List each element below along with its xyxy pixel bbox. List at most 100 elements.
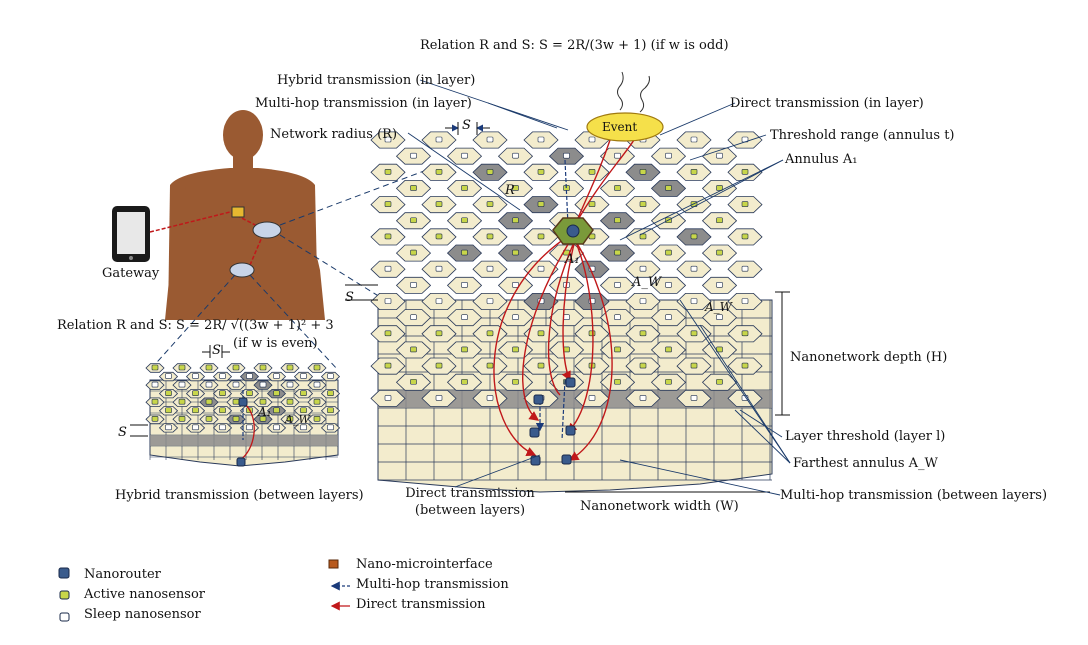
small-nanonetwork-cylinder xyxy=(145,363,341,467)
event-ellipse xyxy=(586,112,664,142)
active-nanosensor-icon xyxy=(313,398,321,405)
active-nanosensor-icon xyxy=(716,249,723,256)
active-nanosensor-icon xyxy=(410,249,417,256)
nanonetwork-width-label: Nanonetwork width (W) xyxy=(580,499,739,514)
legend-item-interface: Nano-microinterface xyxy=(356,554,509,574)
sleep-nanosensor-icon xyxy=(639,265,647,272)
direct-in-layer-label: Direct transmission (in layer) xyxy=(730,96,924,111)
legend-icons xyxy=(58,559,350,622)
direct-between-sub: (between layers) xyxy=(414,503,526,518)
active-nanosensor-icon xyxy=(300,407,307,414)
sleep-nanosensor-icon xyxy=(639,298,647,304)
small-direct-curve xyxy=(239,404,255,461)
multihop-between-label: Multi-hop transmission (between layers) xyxy=(780,488,1048,503)
nanonetwork-depth-label: Nanonetwork depth (H) xyxy=(790,350,948,365)
sleep-nanosensor-icon xyxy=(219,373,226,379)
active-nanosensor-icon xyxy=(537,330,545,337)
active-nanosensor-icon xyxy=(537,201,545,207)
sleep-nanosensor-icon xyxy=(151,381,159,388)
legend-label: Nano-microinterface xyxy=(356,556,493,572)
sleep-nanosensor-icon xyxy=(192,424,199,431)
legend-item-sleep: Sleep nanosensor xyxy=(84,604,205,624)
sleep-nanosensor-icon xyxy=(486,136,494,143)
sleep-nanosensor-icon xyxy=(665,282,672,288)
sleep-nanosensor-icon xyxy=(178,381,186,388)
active-nanosensor-icon xyxy=(537,233,545,240)
s-small-top-label: S xyxy=(212,343,221,358)
sleep-nanosensor-icon xyxy=(741,265,749,272)
active-nanosensor-icon xyxy=(384,362,392,369)
active-nanosensor-icon xyxy=(435,201,443,207)
legend-left: Nanorouter Active nanosensor Sleep nanos… xyxy=(84,564,205,624)
active-nanosensor-icon xyxy=(178,415,186,422)
sleep-nanosensor-icon xyxy=(246,424,253,431)
active-nanosensor-icon xyxy=(639,169,647,175)
event-wave-1 xyxy=(617,71,624,111)
active-nanosensor-icon xyxy=(665,346,672,353)
active-nanosensor-icon xyxy=(286,398,294,405)
active-nanosensor-icon xyxy=(259,398,267,405)
threshold-range-label: Threshold range (annulus t) xyxy=(770,128,955,143)
active-nanosensor-icon xyxy=(716,217,723,224)
active-nanosensor-icon xyxy=(486,233,494,240)
aw-inner-label: A_W xyxy=(632,275,662,290)
active-nanosensor-icon xyxy=(313,415,321,422)
sleep-nanosensor-icon xyxy=(192,373,199,379)
active-nanosensor-icon xyxy=(639,362,647,369)
active-nanosensor-icon xyxy=(461,185,468,191)
legend-item-active: Active nanosensor xyxy=(84,584,205,604)
sleep-nanosensor-icon xyxy=(300,424,307,431)
active-nanosensor-icon xyxy=(588,201,596,207)
direct-transmission-curves xyxy=(493,129,641,461)
active-nanosensor-icon xyxy=(178,398,186,405)
active-nanosensor-icon xyxy=(313,364,321,371)
sleep-nanosensor-icon xyxy=(410,152,417,159)
gateway-label: Gateway xyxy=(102,266,160,281)
micro-interface-chip xyxy=(231,206,245,218)
relation-odd-label: Relation R and S: S = 2R/(3w + 1) (if w … xyxy=(420,38,729,53)
sleep-nanosensor-icon xyxy=(273,373,280,379)
active-nanosensor-icon xyxy=(614,346,621,353)
sleep-nanosensor-icon xyxy=(410,282,417,288)
active-nanosensor-icon xyxy=(232,415,240,422)
active-nanosensor-icon xyxy=(690,169,698,175)
active-nanosensor-icon xyxy=(151,415,159,422)
active-nanosensor-icon xyxy=(512,346,519,353)
legend-item-multihop: Multi-hop transmission xyxy=(356,574,509,594)
active-nanosensor-icon xyxy=(741,169,749,175)
active-nanosensor-icon xyxy=(486,330,494,337)
active-nanosensor-icon xyxy=(165,390,172,396)
sleep-nanosensor-icon xyxy=(461,282,468,288)
active-nanosensor-icon xyxy=(537,362,545,369)
event-wave-2 xyxy=(639,75,650,113)
active-nanosensor-icon xyxy=(192,407,199,414)
active-nanosensor-icon xyxy=(741,233,749,240)
sleep-nanosensor-icon xyxy=(486,298,494,304)
sleep-nanosensor-icon xyxy=(327,373,334,379)
sleep-nanosensor-icon xyxy=(690,298,698,304)
sleep-nanosensor-icon xyxy=(273,424,280,431)
sleep-nanosensor-icon xyxy=(665,152,672,159)
active-nanosensor-icon xyxy=(151,398,159,405)
sleep-nanosensor-icon xyxy=(232,381,240,388)
sleep-nanosensor-icon xyxy=(614,282,621,288)
event-label: Event xyxy=(602,120,638,134)
sleep-nanosensor-icon xyxy=(486,265,494,272)
active-nanosensor-icon xyxy=(410,185,417,191)
sleep-nanosensor-icon xyxy=(537,136,545,143)
active-nanosensor-icon xyxy=(205,415,213,422)
active-nanosensor-icon xyxy=(614,378,621,385)
sleep-nanosensor-icon xyxy=(259,381,267,388)
sleep-nanosensor-icon xyxy=(716,152,723,159)
a1-inner-label: A₁ xyxy=(565,252,580,267)
sleep-nanosensor-icon xyxy=(165,424,172,431)
a1-small-label: A₁ xyxy=(258,405,272,419)
active-nanosensor-icon xyxy=(512,249,519,256)
sleep-nanosensor-icon xyxy=(246,373,253,379)
sleep-nanosensor-icon xyxy=(165,373,172,379)
active-nanosensor-icon xyxy=(232,364,240,371)
active-nanosensor-icon xyxy=(435,169,443,175)
active-nanosensor-icon xyxy=(614,249,621,256)
active-nanosensor-icon xyxy=(512,378,519,385)
active-nanosensor-icon xyxy=(690,362,698,369)
